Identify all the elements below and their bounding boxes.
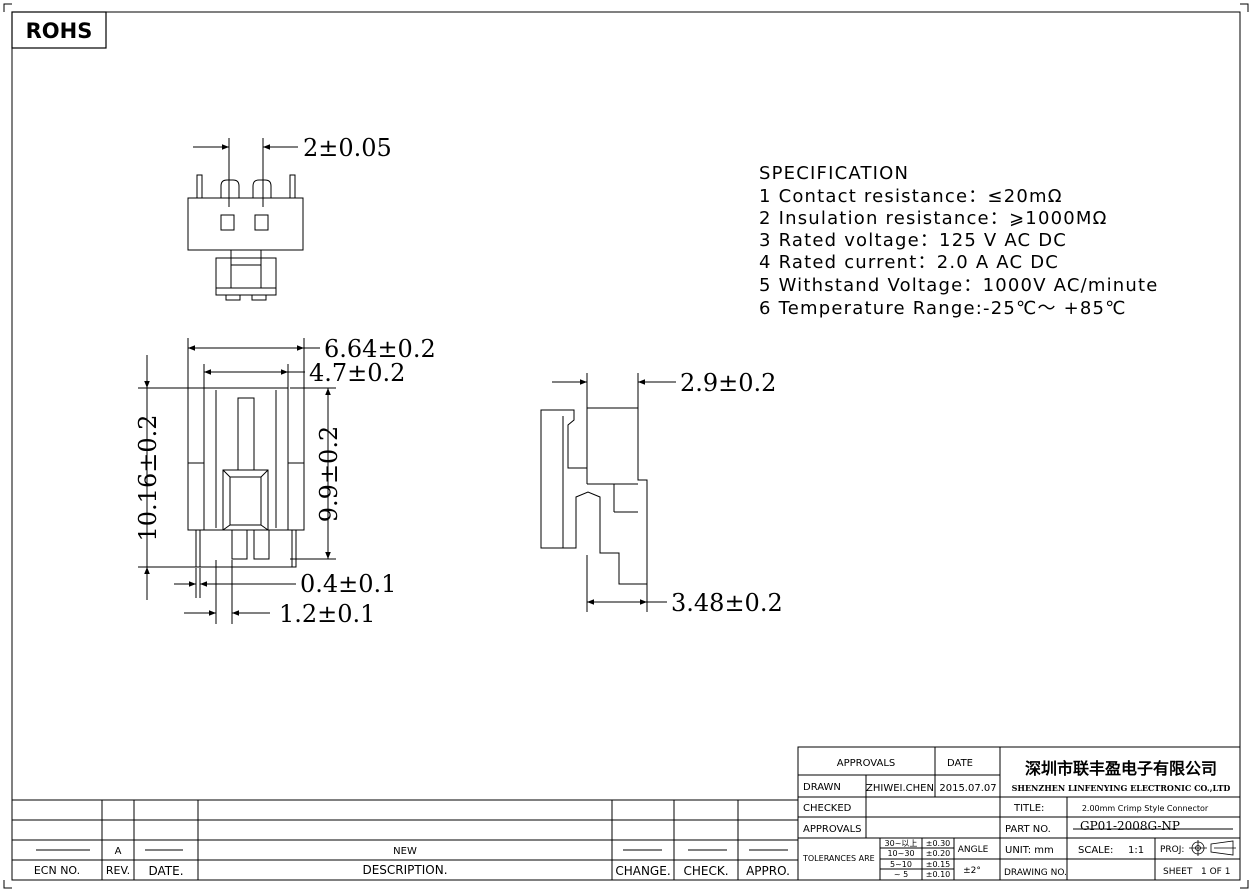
tb-sheet-value: 1 OF 1 (1201, 867, 1230, 877)
tb-drawing-label: DRAWING NO. (1004, 868, 1067, 878)
hdr-check: CHECK. (683, 864, 728, 878)
tb-sheet-label: SHEET (1163, 867, 1193, 877)
company-name-cn: 深圳市联丰盈电子有限公司 (1025, 759, 1217, 778)
side-dimensions (552, 373, 676, 612)
tb-scale-label: SCALE: (1078, 845, 1113, 856)
rohs-badge: ROHS (11, 11, 107, 49)
spec-line: 5 Withstand Voltage：1000V AC/minute (759, 275, 1159, 296)
depth-top-label: 2.9±0.2 (680, 369, 776, 397)
tb-approvals-label: APPROVALS (837, 758, 896, 769)
title-block-texts: APPROVALS DATE DRAWN ZHIWEI.CHEN 2015.07… (802, 758, 1230, 879)
tb-title-label: TITLE: (1013, 803, 1044, 814)
pin-width-label: 1.2±0.1 (279, 600, 375, 628)
spec-line: 6 Temperature Range:-25℃～ +85℃ (759, 298, 1127, 319)
tol-value: ±0.10 (926, 870, 951, 879)
sheet-border (3, 3, 1249, 889)
specification: SPECIFICATION 1 Contact resistance：≤20mΩ… (759, 163, 1159, 319)
projection-symbol-icon (1189, 840, 1236, 856)
spec-line: 1 Contact resistance：≤20mΩ (759, 186, 1063, 207)
hdr-ecn: ECN NO. (34, 864, 80, 877)
height-total-label: 10.16±0.2 (134, 415, 162, 542)
tb-unit-label: UNIT: mm (1005, 845, 1054, 856)
pitch-label: 2±0.05 (303, 134, 392, 162)
spec-title: SPECIFICATION (759, 163, 909, 184)
spec-line: 3 Rated voltage：125 V AC DC (759, 230, 1067, 251)
width-total-label: 6.64±0.2 (324, 335, 436, 363)
width-inner-label: 4.7±0.2 (309, 359, 405, 387)
tol-range: ~ 5 (894, 870, 908, 879)
pin-thickness-label: 0.4±0.1 (300, 570, 396, 598)
spec-line: 2 Insulation resistance：⩾1000MΩ (759, 208, 1108, 229)
tb-date-label: DATE (947, 758, 973, 769)
hdr-rev: REV. (106, 864, 130, 877)
tb-drawn-by: ZHIWEI.CHEN (866, 783, 934, 794)
hdr-appro: APPRO. (746, 864, 790, 878)
top-view (187, 174, 304, 301)
hdr-description: DESCRIPTION. (362, 863, 447, 877)
tol-value: ±0.30 (926, 839, 951, 848)
tol-value: ±0.15 (926, 860, 951, 869)
hdr-change: CHANGE. (615, 864, 670, 878)
hdr-date: DATE. (148, 864, 183, 878)
tol-range: 5~10 (890, 860, 912, 869)
company-name-en: SHENZHEN LINFENYING ELECTRONIC CO.,LTD (1012, 783, 1231, 793)
tb-checked-label: CHECKED (803, 803, 852, 814)
rev-value: A (115, 846, 122, 857)
pitch-dimension (193, 138, 298, 207)
tb-angle-label: ANGLE (958, 845, 989, 855)
tb-part-label: PART NO. (1005, 824, 1051, 835)
tb-title-value: 2.00mm Crimp Style Connector (1082, 804, 1209, 813)
front-view (187, 387, 305, 568)
spec-line: 4 Rated current：2.0 A AC DC (759, 252, 1059, 273)
tb-drawn-date: 2015.07.07 (939, 783, 996, 794)
tol-range: 30~以上 (885, 839, 918, 848)
tol-value: ±0.20 (926, 849, 951, 858)
side-view (540, 407, 648, 585)
revision-texts: A NEW ECN NO. REV. DATE. DESCRIPTION. CH… (34, 846, 790, 878)
tb-tolerances-label: TOLERANCES ARE (802, 854, 875, 863)
title-block (797, 746, 1241, 881)
front-dimensions (138, 338, 336, 624)
height-body-label: 9.9±0.2 (315, 426, 343, 522)
tb-part-value: GP01-2008G-NP (1080, 819, 1180, 833)
tb-approvals2-label: APPROVALS (803, 824, 862, 835)
rev-new: NEW (393, 846, 417, 857)
tb-drawn-label: DRAWN (803, 782, 841, 793)
tb-proj-label: PROJ: (1160, 845, 1184, 855)
tol-range: 10~30 (887, 849, 914, 858)
tb-scale-value: 1:1 (1128, 845, 1144, 856)
rohs-label: ROHS (26, 19, 93, 43)
depth-bottom-label: 3.48±0.2 (671, 589, 783, 617)
tb-angle-value: ±2° (963, 866, 981, 876)
